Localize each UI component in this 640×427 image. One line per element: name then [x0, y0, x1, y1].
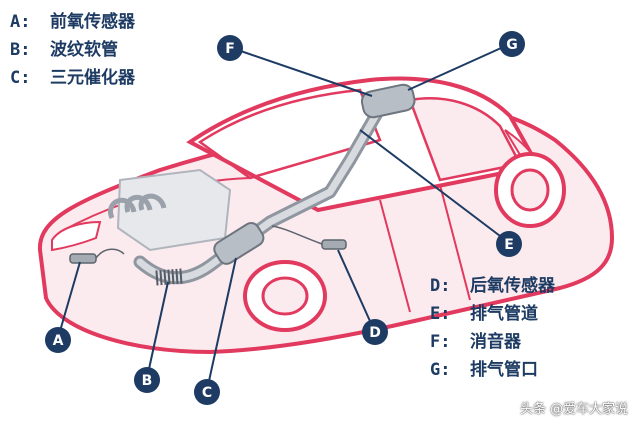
marker-e-label: E	[504, 237, 514, 253]
marker-b-label: B	[142, 373, 153, 389]
marker-g-label: G	[506, 37, 518, 53]
leader-line-c	[206, 257, 237, 391]
legend-item: A: 前氧传感器	[10, 8, 135, 36]
legend-key: D:	[430, 276, 451, 296]
front-wheel	[243, 260, 327, 332]
headlight	[51, 220, 102, 252]
legend-item: E: 排气管道	[430, 300, 555, 328]
marker-c-label: C	[202, 385, 212, 401]
leader-line-g	[407, 43, 511, 91]
legend-bottom: D: 后氧传感器 E: 排气管道 F: 消音器 G: 排气管口	[430, 272, 555, 384]
legend-top: A: 前氧传感器 B: 波纹软管 C: 三元催化器	[10, 8, 135, 92]
flex-hose	[155, 268, 183, 286]
legend-key: A:	[10, 12, 31, 32]
exhaust-pipe-highlight	[136, 104, 384, 282]
leader-line-b	[146, 281, 169, 379]
windshield	[197, 88, 382, 180]
rear-o2-sensor	[271, 225, 347, 250]
marker-a-label: A	[53, 333, 64, 349]
legend-label: 后氧传感器	[470, 276, 555, 296]
legend-label: 三元催化器	[50, 68, 135, 88]
front-o2-sensor	[69, 248, 125, 264]
legend-item: C: 三元催化器	[10, 64, 135, 92]
legend-item: F: 消音器	[430, 328, 555, 356]
marker-b: B	[134, 367, 160, 393]
side-window-front	[408, 97, 522, 182]
marker-f: F	[217, 35, 243, 61]
legend-label: 消音器	[470, 332, 521, 352]
muffler	[360, 83, 416, 119]
catalytic-converter	[213, 222, 265, 265]
marker-e: E	[496, 231, 522, 257]
legend-item: G: 排气管口	[430, 356, 555, 384]
exhaust-manifold	[108, 193, 167, 220]
leader-line-d	[337, 249, 375, 331]
marker-d-label: D	[369, 325, 381, 341]
door-line	[379, 184, 471, 313]
leader-lines	[57, 43, 511, 391]
marker-c: C	[194, 379, 220, 405]
rear-wheel	[494, 152, 566, 228]
legend-key: F:	[430, 332, 451, 352]
watermark: 头条 @爱车大家说	[519, 402, 628, 417]
marker-g: G	[499, 31, 525, 57]
legend-key: B:	[10, 40, 31, 60]
leader-line-f	[231, 47, 373, 97]
leader-line-e	[359, 129, 509, 243]
legend-item: D: 后氧传感器	[430, 272, 555, 300]
marker-d: D	[362, 319, 388, 345]
legend-label: 排气管口	[470, 360, 538, 380]
legend-label: 波纹软管	[50, 40, 118, 60]
marker-a: A	[45, 327, 71, 353]
legend-item: B: 波纹软管	[10, 36, 135, 64]
leader-line-a	[57, 261, 81, 339]
legend-key: C:	[10, 68, 31, 88]
legend-key: G:	[430, 360, 451, 380]
legend-key: E:	[430, 304, 451, 324]
marker-f-label: F	[225, 41, 235, 57]
legend-label: 前氧传感器	[50, 12, 135, 32]
legend-label: 排气管道	[470, 304, 538, 324]
